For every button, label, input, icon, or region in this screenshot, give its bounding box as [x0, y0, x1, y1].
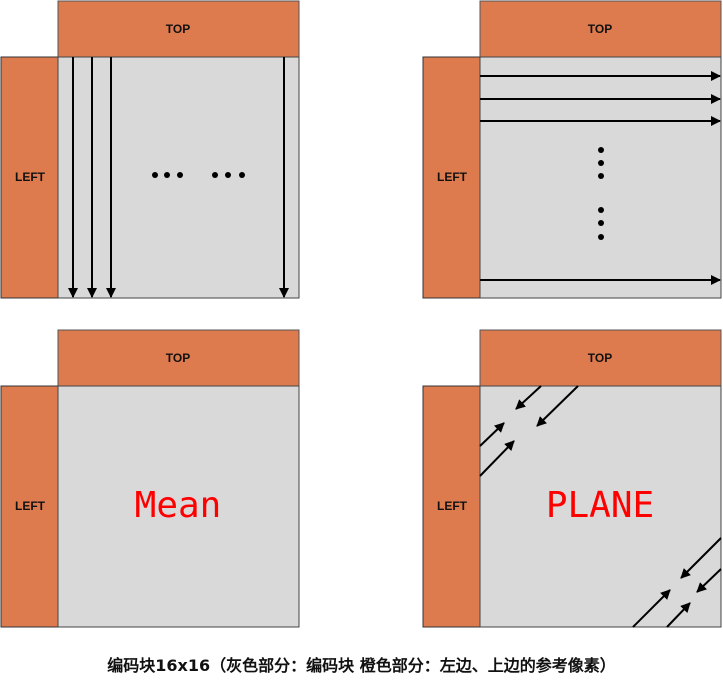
top-label: TOP — [166, 22, 190, 36]
arrow — [666, 602, 691, 628]
panel-dc: TOP LEFT Mean — [0, 329, 300, 628]
dot — [239, 172, 245, 178]
top-reference-bar — [57, 0, 300, 58]
left-label: LEFT — [437, 170, 468, 184]
coding-block — [479, 385, 722, 628]
arrow — [479, 422, 505, 447]
arrow — [632, 589, 671, 628]
arrow — [536, 385, 579, 427]
coding-block — [57, 385, 300, 628]
dot — [598, 173, 604, 179]
dot — [598, 234, 604, 240]
arrow — [515, 385, 542, 410]
dot — [164, 172, 170, 178]
center-label: Mean — [135, 485, 222, 526]
top-reference-bar — [479, 0, 722, 58]
dot — [598, 207, 604, 213]
left-reference-bar — [422, 385, 481, 628]
panel-horizontal: TOP LEFT — [422, 0, 722, 299]
left-reference-bar — [422, 56, 481, 299]
dot — [598, 147, 604, 153]
panel-planar: TOP LEFT PLANE — [422, 329, 722, 628]
left-reference-bar — [0, 56, 59, 299]
arrow — [696, 568, 722, 593]
top-reference-bar — [57, 329, 300, 387]
arrow — [680, 537, 722, 579]
left-reference-bar — [0, 385, 59, 628]
dot — [225, 172, 231, 178]
dot — [598, 220, 604, 226]
arrow — [479, 440, 515, 477]
left-label: LEFT — [437, 499, 468, 513]
top-label: TOP — [588, 22, 612, 36]
caption: 编码块16x16（灰色部分：编码块 橙色部分：左边、上边的参考像素） — [107, 656, 616, 675]
left-label: LEFT — [15, 170, 46, 184]
dot — [177, 172, 183, 178]
top-label: TOP — [588, 351, 612, 365]
panel-vertical: TOP LEFT — [0, 0, 300, 299]
dot — [212, 172, 218, 178]
center-label: PLANE — [546, 485, 654, 526]
left-label: LEFT — [15, 499, 46, 513]
top-reference-bar — [479, 329, 722, 387]
dot — [598, 160, 604, 166]
top-label: TOP — [166, 351, 190, 365]
dot — [152, 172, 158, 178]
